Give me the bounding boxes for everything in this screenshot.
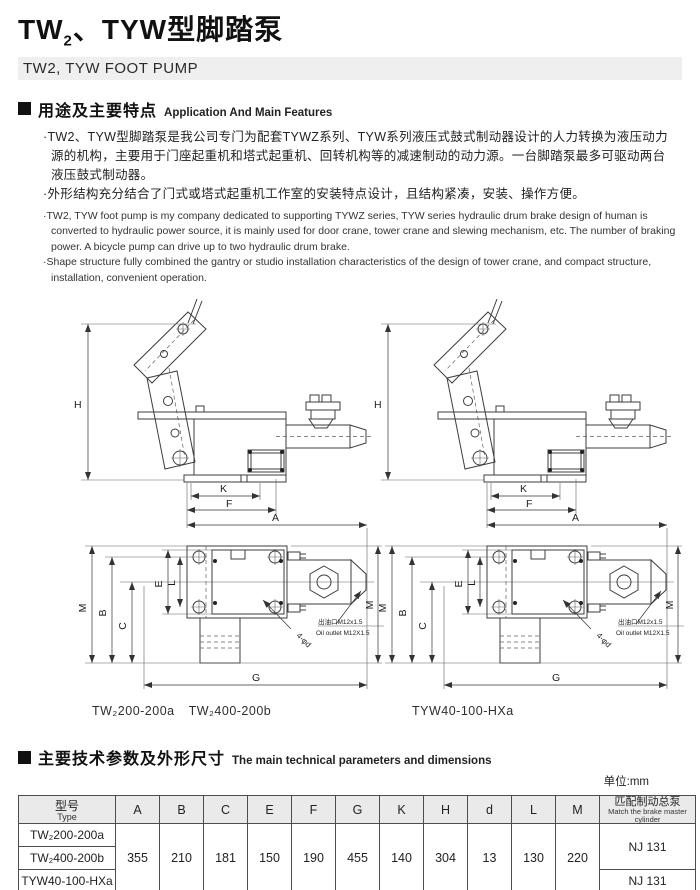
section-heading-en: Application And Main Features <box>164 106 333 119</box>
value-B: 210 <box>159 823 204 890</box>
type-cell-tyw40: TYW40-100-HXa <box>18 869 116 890</box>
type-cell-tw2-200: TW₂200-200a <box>18 823 116 848</box>
col-header-type: 型号 Type <box>18 795 116 825</box>
dim-label-h: H <box>74 399 82 411</box>
holes-label: 4-φd <box>295 631 313 649</box>
section-params-heading: 主要技术参数及外形尺寸 The main technical parameter… <box>18 745 682 769</box>
dim-label-m: M <box>77 604 89 613</box>
col-header-L: L <box>511 795 556 825</box>
drawing-captions: TW₂200-200a TW₂400-200b TYW40-100-HXa <box>0 704 700 722</box>
col-header-K: K <box>379 795 424 825</box>
feature-en-item-2: ·Shape structure fully combined the gant… <box>43 256 652 284</box>
dim-label-f: F <box>526 498 532 510</box>
unit-label: 单位:mm <box>603 776 649 789</box>
value-M: 220 <box>555 823 600 890</box>
square-bullet-icon <box>18 750 31 764</box>
oil-outlet-label-en: Oil outlet M12X1.5 <box>616 630 670 637</box>
col-header-H: H <box>423 795 468 825</box>
value-d: 13 <box>467 823 512 890</box>
section-features-heading: 用途及主要特点 Application And Main Features <box>18 97 682 121</box>
dim-label-c: C <box>117 622 129 630</box>
section-heading-zh: 用途及主要特点 <box>38 102 158 120</box>
col-header-match-en: Match the brake master cylinder <box>608 807 687 824</box>
col-header-type-zh: 型号 <box>54 798 79 813</box>
square-bullet-icon <box>18 102 31 116</box>
col-header-type-en: Type <box>57 811 77 822</box>
table-header-row: 型号 Type A B C E F G K H d L M 匹配制动总泵 <box>18 795 696 825</box>
col-header-C: C <box>203 795 248 825</box>
dim-label-a: A <box>272 512 279 524</box>
caption-tyw: TYW40-100-HXa <box>412 704 514 719</box>
drawing-tyw: H K F A M B C E L M G 4-φd 出油口M12x1.5 Oi… <box>374 299 684 689</box>
feature-en-item-1: ·TW2, TYW foot pump is my company dedica… <box>43 209 676 253</box>
dim-label-c: C <box>417 622 429 630</box>
match-cell-tyw: NJ 131 <box>599 869 696 890</box>
features-list-en: ·TW2, TYW foot pump is my company dedica… <box>18 209 682 287</box>
col-header-d: d <box>467 795 512 825</box>
title-prefix: TW <box>18 14 64 45</box>
holes-label: 4-φd <box>595 631 613 649</box>
value-A: 355 <box>115 823 160 890</box>
params-heading-zh: 主要技术参数及外形尺寸 <box>38 751 226 769</box>
dim-label-l: L <box>166 580 178 586</box>
title-suffix: 、TYW型脚踏泵 <box>72 14 284 45</box>
features-list-zh: ·TW2、TYW型脚踏泵是我公司专门为配套TYWZ系列、TYW系列液压式鼓式制动… <box>18 128 682 204</box>
dim-label-e: E <box>153 581 165 588</box>
feature-zh-item-1: ·TW2、TYW型脚踏泵是我公司专门为配套TYWZ系列、TYW系列液压式鼓式制动… <box>43 129 668 182</box>
value-G: 455 <box>335 823 380 890</box>
col-header-G: G <box>335 795 380 825</box>
dim-label-k: K <box>220 483 227 495</box>
technical-drawings: H K F A M B C E L M G 4-φd 出油口M12x1.5 Oi… <box>0 298 700 700</box>
title-subscript: 2 <box>63 32 73 50</box>
dim-label-b: B <box>397 610 409 617</box>
dim-label-g: G <box>252 672 260 684</box>
table-row-tw2-200: TW₂200-200a 355 210 181 150 190 455 140 … <box>18 823 696 890</box>
caption-tw2-200: TW₂200-200a <box>92 704 175 719</box>
oil-outlet-label-en: Oil outlet M12X1.5 <box>316 630 370 637</box>
dim-label-k: K <box>520 483 527 495</box>
dim-label-b: B <box>97 610 109 617</box>
col-header-match-zh: 匹配制动总泵 <box>614 796 681 809</box>
type-cell-tw2-400: TW₂400-200b <box>18 846 116 871</box>
col-header-M: M <box>555 795 600 825</box>
value-H: 304 <box>423 823 468 890</box>
dim-label-f: F <box>226 498 232 510</box>
col-header-B: B <box>159 795 204 825</box>
dim-label-m: M <box>377 604 389 613</box>
drawing-tw2: H K F A M B C E L M G 4-φd 出油口M12x1.5 Oi… <box>74 299 384 689</box>
oil-outlet-label-zh: 出油口M12x1.5 <box>618 617 663 626</box>
dim-label-g: G <box>552 672 560 684</box>
col-header-A: A <box>115 795 160 825</box>
col-header-match: 匹配制动总泵 Match the brake master cylinder <box>599 795 696 825</box>
value-C: 181 <box>203 823 248 890</box>
dim-label-m-right: M <box>664 601 676 610</box>
value-F: 190 <box>291 823 336 890</box>
caption-tw2: TW₂200-200a TW₂400-200b <box>92 704 271 718</box>
col-header-E: E <box>247 795 292 825</box>
parameters-table: 型号 Type A B C E F G K H d L M 匹配制动总泵 <box>18 795 696 890</box>
subtitle-bar: TW2, TYW FOOT PUMP <box>18 56 682 80</box>
pump-drawings-svg: H K F A M B C E L M G 4-φd 出油口M12x1.5 Oi… <box>74 298 698 700</box>
value-K: 140 <box>379 823 424 890</box>
oil-outlet-label-zh: 出油口M12x1.5 <box>318 617 363 626</box>
dim-label-a: A <box>572 512 579 524</box>
dim-label-l: L <box>466 580 478 586</box>
caption-tw2-400: TW₂400-200b <box>188 704 272 719</box>
dim-label-h: H <box>374 399 382 411</box>
dim-label-e: E <box>453 581 465 588</box>
value-E: 150 <box>247 823 292 890</box>
col-header-F: F <box>291 795 336 825</box>
dim-label-m-right: M <box>364 601 376 610</box>
page-title: TW2、TYW型脚踏泵 <box>18 8 682 50</box>
table-row-tyw40: TYW40-100-HXa NJ 131 <box>18 869 696 890</box>
table-row-tw2-400: TW₂400-200b <box>18 846 696 871</box>
params-heading-en: The main technical parameters and dimens… <box>232 755 492 768</box>
match-cell-tw: NJ 131 <box>599 823 696 871</box>
value-L: 130 <box>511 823 556 890</box>
feature-zh-item-2: ·外形结构充分结合了门式或塔式起重机工作室的安装特点设计，且结构紧凑，安装、操作… <box>43 186 586 201</box>
